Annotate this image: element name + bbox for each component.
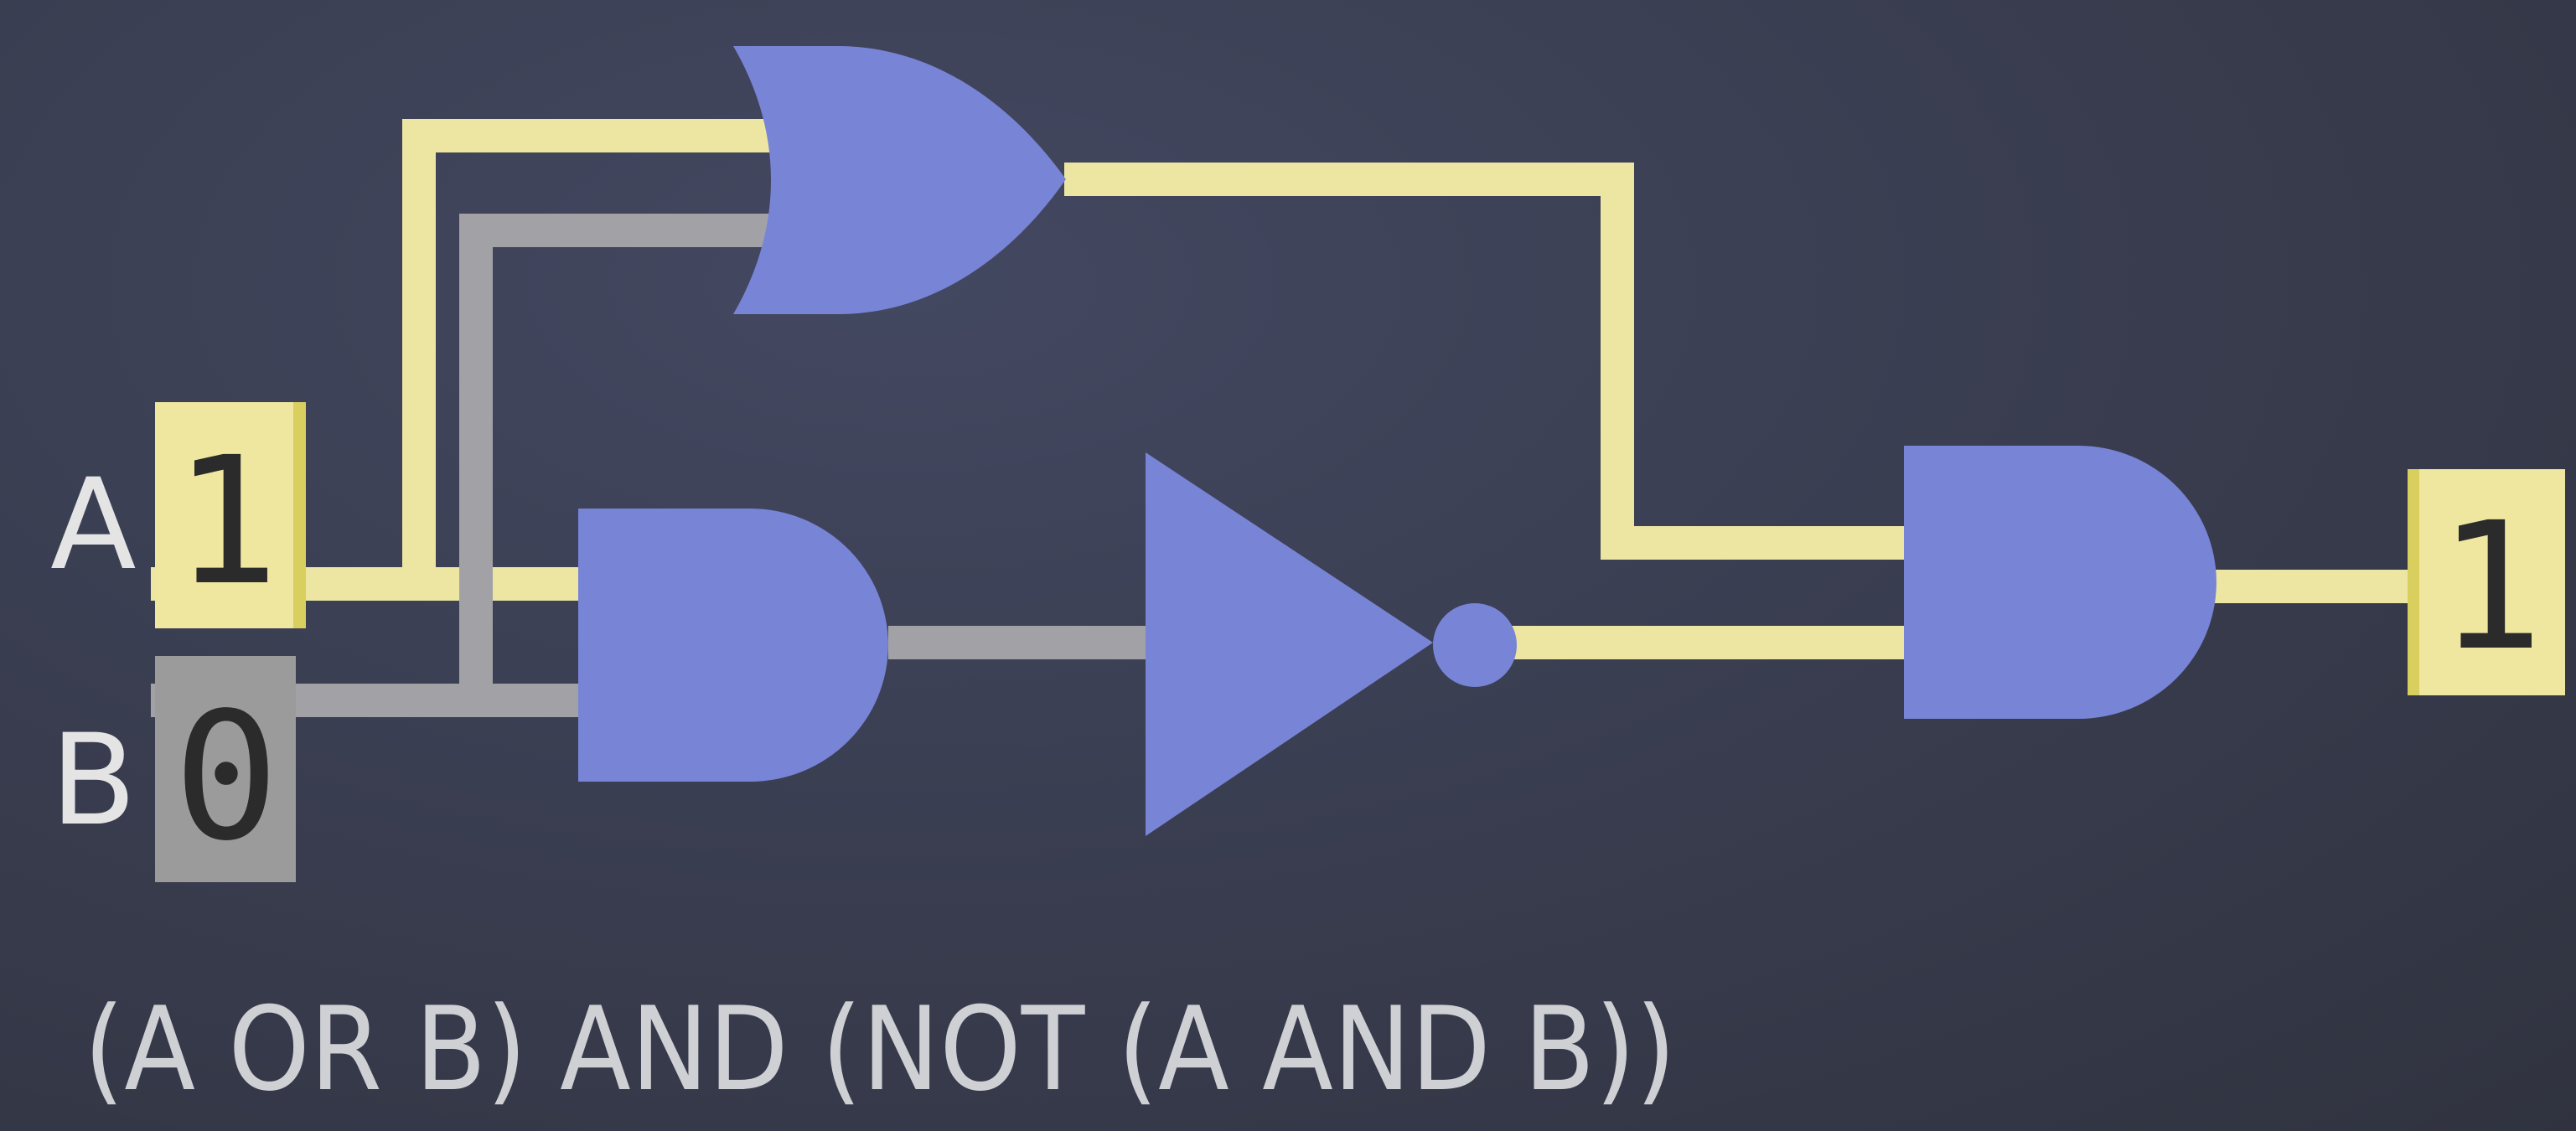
wire-a-to-or xyxy=(402,119,779,584)
wire-b-to-or xyxy=(459,214,779,700)
input-a-label: A xyxy=(50,452,137,598)
output-box-edge xyxy=(2408,469,2419,695)
output-box xyxy=(2408,469,2565,695)
input-a-value: 1 xyxy=(173,419,279,624)
and-gate-inner xyxy=(578,509,888,782)
or-gate xyxy=(733,46,1066,314)
wire-or-to-final-and xyxy=(1064,163,1911,560)
input-a-box[interactable] xyxy=(155,402,306,628)
input-b-value: 0 xyxy=(173,674,279,880)
input-b-box[interactable] xyxy=(155,656,296,882)
and-gate-final xyxy=(1904,446,2216,719)
input-b-label: B xyxy=(50,708,137,854)
output-value: 1 xyxy=(2438,484,2543,689)
not-gate-bubble xyxy=(1433,603,1517,687)
boolean-expression: (A OR B) AND (NOT (A AND B)) xyxy=(84,982,1676,1117)
input-a-box-edge xyxy=(293,402,306,628)
not-gate xyxy=(1146,452,1433,836)
